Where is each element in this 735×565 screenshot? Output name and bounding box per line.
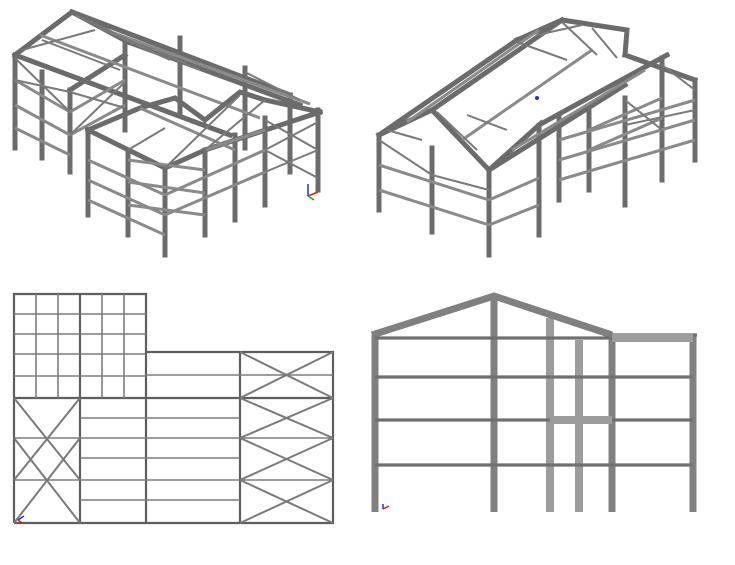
hall-girts [14, 57, 126, 157]
cross-bracing [13, 351, 334, 524]
frame-girts [378, 64, 696, 227]
isometric-frame-right [375, 16, 699, 258]
coordinate-axes-icon [535, 96, 539, 100]
elevation-roof [370, 292, 697, 339]
coordinate-axes-icon [17, 515, 25, 524]
isometric-view-right [367, 0, 735, 280]
elevation-outline [12, 292, 335, 525]
coordinate-axes-icon [382, 504, 390, 510]
isometric-view-left [0, 0, 367, 280]
side-elevation-view [0, 280, 367, 565]
elevation-beams [375, 334, 693, 467]
front-elevation-frame [370, 292, 697, 512]
isometric-frame-left [11, 8, 324, 258]
side-elevation-frame [12, 292, 335, 525]
front-elevation-view [367, 280, 735, 565]
wing-frame [84, 71, 324, 258]
elevation-columns [371, 296, 697, 512]
frame-roof [375, 16, 699, 174]
upper-grid [14, 294, 146, 398]
coordinate-axes-icon [307, 184, 319, 201]
girts [14, 374, 333, 501]
